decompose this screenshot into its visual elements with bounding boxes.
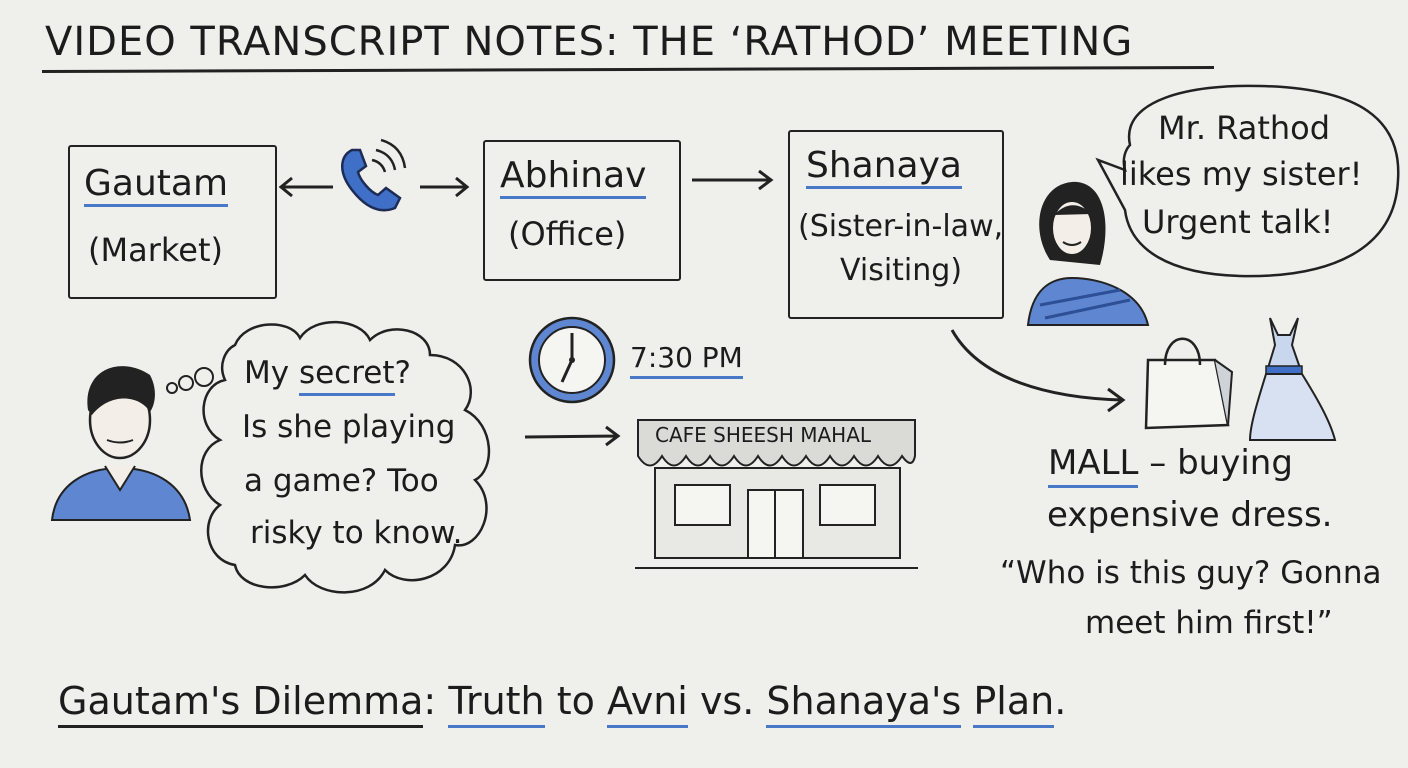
- vs-word: vs.: [687, 679, 767, 723]
- gautam-name: Gautam: [84, 166, 229, 207]
- arrow-shanaya-mall: [950, 329, 1126, 413]
- cafe-sign: CAFE SHEESH MAHAL: [655, 423, 872, 447]
- speech-line-3: Urgent talk!: [1142, 203, 1334, 241]
- thought-line-4: risky to know.: [250, 515, 463, 551]
- shanayas-word: Shanaya's: [766, 679, 962, 728]
- to-word: to: [544, 679, 607, 723]
- shanaya-portrait: [1026, 181, 1150, 326]
- space: [961, 679, 973, 723]
- abhinav-box: [483, 140, 681, 281]
- abhinav-name: Abhinav: [500, 158, 647, 199]
- arrow-phone-abhinav: [420, 176, 470, 198]
- dilemma-label: Gautam's Dilemma: [58, 679, 424, 728]
- mall-quote-2: meet him first!”: [1085, 605, 1333, 641]
- shanaya-box: [788, 130, 1004, 319]
- title-underline: [41, 65, 1215, 74]
- mall-line-2: expensive dress.: [1047, 495, 1333, 535]
- speech-bubble: [1095, 84, 1400, 278]
- thought-line-3: a game? Too: [244, 463, 439, 499]
- shanaya-name: Shanaya: [806, 148, 962, 189]
- shanaya-status: Visiting): [840, 253, 963, 288]
- plan-word: Plan: [973, 679, 1055, 728]
- secret-word: secret: [298, 355, 395, 396]
- mall-line-1: MALL – buying: [1048, 443, 1293, 488]
- thought-qmark: ?: [394, 355, 411, 391]
- speech-line-2: likes my sister!: [1120, 155, 1363, 193]
- arrow-abhinav-shanaya: [692, 169, 774, 191]
- thought-line-2: Is she playing: [242, 409, 456, 445]
- speech-line-1: Mr. Rathod: [1158, 109, 1331, 147]
- mall-word: MALL: [1048, 443, 1139, 488]
- page-title: VIDEO TRANSCRIPT NOTES: THE ‘RATHOD’ MEE…: [45, 19, 1134, 65]
- truth-word: Truth: [448, 679, 545, 728]
- gautam-portrait: [50, 366, 192, 521]
- dress-icon: [1248, 317, 1337, 441]
- double-arrow-gautam-phone: [278, 176, 333, 198]
- shanaya-relation: (Sister-in-law,: [798, 209, 1004, 244]
- clock-icon: [528, 316, 616, 404]
- dilemma-summary: Gautam's Dilemma: Truth to Avni vs. Shan…: [58, 679, 1067, 728]
- cafe-storefront: [635, 419, 918, 569]
- thought-dots: [166, 367, 214, 394]
- period: .: [1054, 679, 1067, 723]
- shopping-bag-icon: [1144, 337, 1234, 430]
- arrow-thought-cafe: [524, 425, 621, 447]
- gautam-box: [68, 145, 277, 299]
- abhinav-place: (Office): [508, 215, 627, 253]
- thought-text: My: [244, 355, 299, 391]
- thought-cloud: [200, 320, 491, 594]
- mall-rest: – buying: [1138, 443, 1293, 483]
- avni-word: Avni: [606, 679, 688, 728]
- colon: :: [423, 679, 449, 723]
- mall-quote-1: “Who is this guy? Gonna: [1000, 555, 1382, 591]
- gautam-place: (Market): [88, 231, 223, 269]
- meeting-time: 7:30 PM: [630, 344, 743, 379]
- phone-call-icon: [341, 138, 407, 212]
- thought-line-1: My secret?: [244, 355, 411, 396]
